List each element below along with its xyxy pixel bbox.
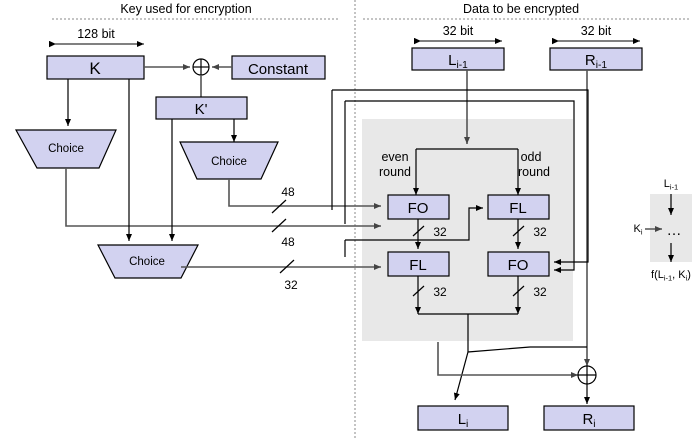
wire-branch-to-fl-top-right	[345, 205, 483, 241]
wire-round-out-to-li	[453, 346, 531, 401]
legend-key-label: Ki	[633, 223, 642, 237]
legend-result-label: f(Li-1, Ki)	[651, 269, 691, 283]
bus-slash-w4	[512, 285, 525, 297]
bus-slash-w1	[412, 225, 425, 237]
block-constant-label: Constant	[248, 61, 309, 78]
bus-slash-48-a	[271, 199, 287, 214]
block-l-input[interactable]	[411, 47, 505, 71]
block-r-output[interactable]	[543, 405, 635, 431]
legend-ellipsis: …	[667, 222, 682, 239]
block-r-input-label: Ri-1	[585, 52, 607, 71]
width-label-w1: 32	[433, 225, 447, 239]
bus-slash-w2	[512, 225, 525, 237]
block-r-input[interactable]	[549, 47, 643, 71]
section-title-data: Data to be encrypted	[463, 2, 579, 16]
wire-choice2-out	[228, 179, 340, 207]
round-label-even-line2: round	[379, 165, 411, 179]
choice-block-3-label: Choice	[129, 256, 165, 268]
block-l-output-label: Li	[458, 411, 469, 430]
choice-block-2[interactable]	[179, 141, 279, 180]
width-label-w2: 32	[533, 225, 547, 239]
block-fo-top-left-label: FO	[408, 200, 429, 217]
bus-slash-48-b	[271, 218, 287, 233]
choice-block-2-label: Choice	[211, 156, 247, 168]
bus-label-32-left: 32	[284, 278, 298, 292]
block-l-output[interactable]	[417, 405, 509, 431]
wire-fn-out-to-xor	[437, 342, 578, 378]
bus-label-48-b: 48	[281, 235, 295, 249]
width-label-w3: 32	[433, 285, 447, 299]
dimension-label-32bit-left: 32 bit	[443, 24, 474, 38]
block-fl-top-right-label: FL	[509, 200, 527, 217]
block-fl-bottom-left-label: FL	[409, 257, 427, 274]
block-k-prime[interactable]	[155, 96, 248, 120]
block-fo-bottom-right-label: FO	[508, 257, 529, 274]
block-k-prime-label: K'	[195, 101, 208, 118]
round-label-odd-line1: odd	[521, 150, 542, 164]
choice-block-3[interactable]	[97, 244, 199, 279]
bus-slash-w3	[412, 285, 425, 297]
legend-input-label: Li-1	[664, 178, 678, 192]
section-title-key: Key used for encryption	[120, 2, 251, 16]
bus-label-48-a: 48	[281, 185, 295, 199]
round-function-panel	[362, 119, 573, 341]
block-l-input-label: Li-1	[448, 52, 468, 71]
wire-feedback-outer-to-fo	[332, 89, 589, 265]
choice-block-1[interactable]	[14, 129, 117, 169]
bus-slash-32	[279, 259, 295, 274]
round-label-even-line1: even	[381, 150, 408, 164]
wire-feedback-inner-to-fo	[345, 100, 575, 273]
wire-choice1-out	[65, 168, 340, 227]
block-r-output-label: Ri	[582, 411, 595, 430]
dimension-label-128bit: 128 bit	[77, 27, 115, 41]
width-label-w4: 32	[533, 285, 547, 299]
block-k-label: K	[89, 59, 101, 78]
choice-block-1-label: Choice	[48, 143, 84, 155]
round-label-odd-line2: round	[518, 165, 550, 179]
dimension-label-32bit-right: 32 bit	[581, 24, 612, 38]
